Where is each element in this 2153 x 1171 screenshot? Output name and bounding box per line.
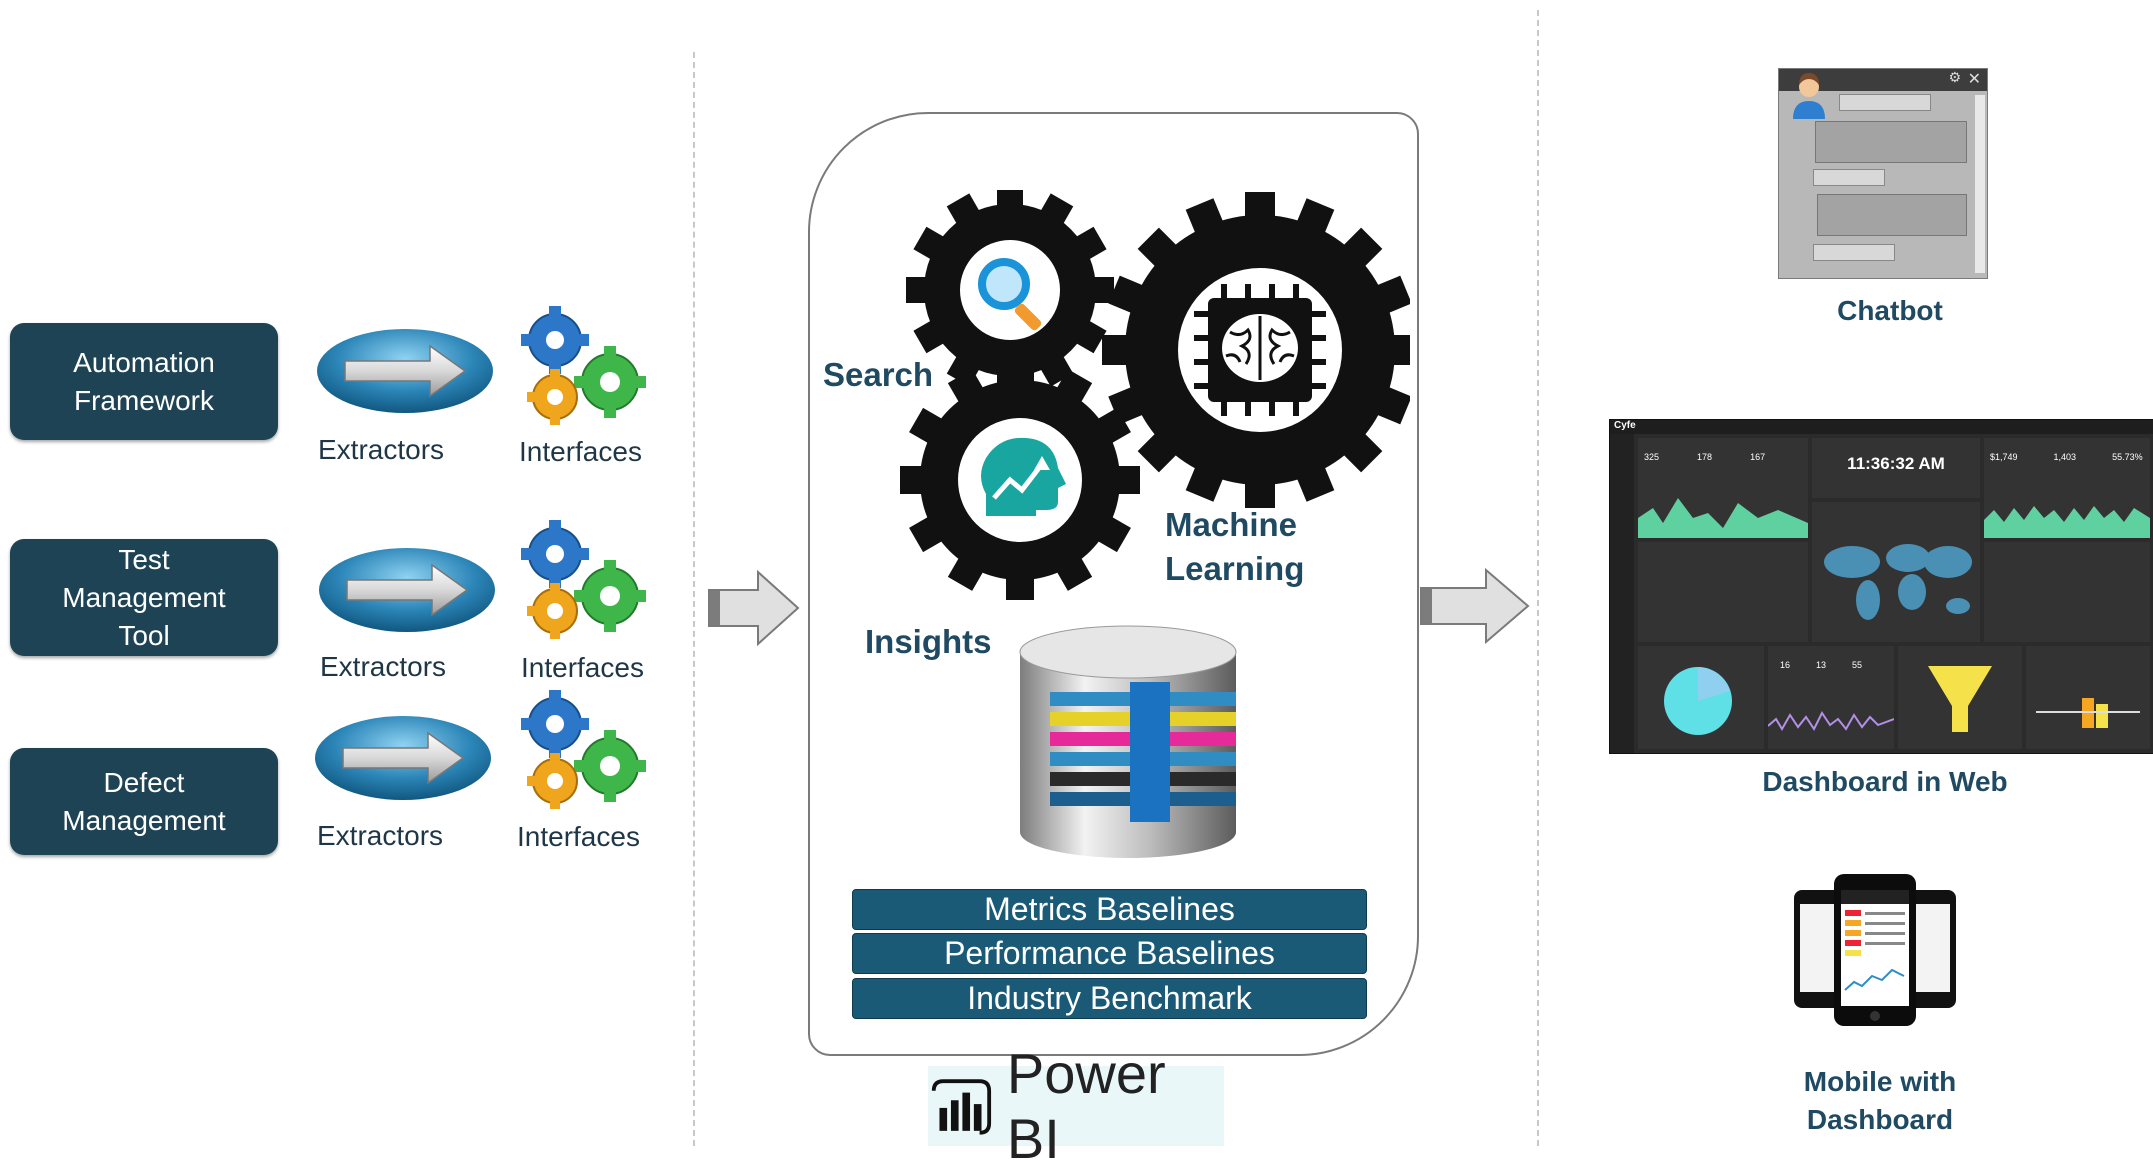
chat-scrollbar [1975,95,1985,273]
stat-value: 1,403 [2053,452,2077,462]
insights-label: Insights [865,623,992,660]
world-map-widget [1812,502,1980,642]
insight-head-icon [981,437,1066,516]
dashboard-sidebar [1610,434,1634,753]
close-icon: ✕ [1967,71,1981,88]
clock-value: 11:36:32 AM [1847,454,1945,473]
gears-icon [521,520,646,639]
gears-icon [521,690,646,809]
web-dashboard: Cyfe 325 178 167 11:36:32 AM $1,749 1,40… [1609,419,2153,754]
interfaces-label: Interfaces [517,821,640,852]
extractor-arrow-icon [319,548,495,632]
insights-gear [900,360,1140,600]
extractors-label: Extractors [317,820,444,851]
chat-bubble [1839,94,1931,111]
stat-value: $1,749 [1990,452,2018,462]
chatbot-label: Chatbot [1837,295,1943,326]
dashboard-topbar: Cyfe [1610,420,2153,434]
extractors-label: Extractors [320,651,447,682]
extractors-label: Extractors [318,434,445,465]
stat-value: 55 [1852,660,1863,670]
powerbi-logo: Power BI [928,1042,1224,1170]
stat-value: 13 [1816,660,1827,670]
search-gear [906,190,1114,394]
source-label: Test Management Tool [62,543,226,651]
stat-value: 55.73% [2112,452,2143,462]
database-icon [1019,625,1237,858]
gear-cluster [900,190,1410,600]
brain-chip-icon [1194,284,1326,416]
powerbi-name: Power BI [1006,1042,1166,1170]
machine-learning-gear [1102,192,1410,508]
industry-benchmark-bar: Industry Benchmark [852,978,1367,1019]
stat-value: 16 [1780,660,1791,670]
flow-arrow-icon [708,569,800,647]
widget: 16 13 55 [1768,646,1894,749]
dashboard-web-label: Dashboard in Web [1762,766,2008,797]
powerbi-icon [931,1079,992,1135]
widget: 325 178 167 [1638,438,1808,538]
extractor-arrow-icon [315,716,491,800]
analytics-engine-box [808,112,1419,1056]
machine-learning-label: Machine Learning [1165,506,1305,587]
widget [1898,646,2022,749]
widget: $1,749 1,403 55.73% [1984,438,2150,538]
source-defect-management: Defect Management [10,748,278,855]
stat-value: 178 [1697,452,1713,462]
widget [1638,542,1808,642]
search-label: Search [823,356,934,393]
source-label: Defect Management [62,766,226,836]
source-test-management-tool: Test Management Tool [10,539,278,656]
performance-baselines-bar: Performance Baselines [852,933,1367,974]
extractor-arrow-icon [317,329,493,413]
source-label: Automation Framework [73,346,215,416]
dashboard-brand: Cyfe [1614,420,1636,431]
chat-bubble [1813,244,1895,261]
gear-icon: ⚙ [1948,69,1961,85]
mobile-phones-icon [1794,874,1956,1026]
widget [1984,542,2150,642]
section-divider [693,52,695,1146]
metrics-baselines-bar: Metrics Baselines [852,889,1367,930]
source-automation-framework: Automation Framework [10,323,278,440]
agent-avatar-icon [1793,73,1825,119]
interfaces-label: Interfaces [521,652,644,683]
chat-bubble [1813,169,1885,186]
widget [1638,646,1764,749]
flow-arrow-icon [1420,567,1530,645]
interfaces-label: Interfaces [519,436,642,467]
widget: 11:36:32 AM [1812,438,1980,498]
gears-icon [521,306,646,425]
section-divider [1537,10,1539,1146]
chat-bubble [1815,121,1967,163]
widget [2026,646,2150,749]
mobile-dashboard-label: Mobile with Dashboard [1803,1066,1957,1135]
chatbot-window: ✕ ⚙ [1778,68,1988,279]
chatbot-titlebar: ✕ ⚙ [1779,69,1987,91]
stat-value: 325 [1644,452,1660,462]
stat-value: 167 [1750,452,1766,462]
chat-bubble [1817,194,1967,236]
search-icon [978,258,1042,331]
